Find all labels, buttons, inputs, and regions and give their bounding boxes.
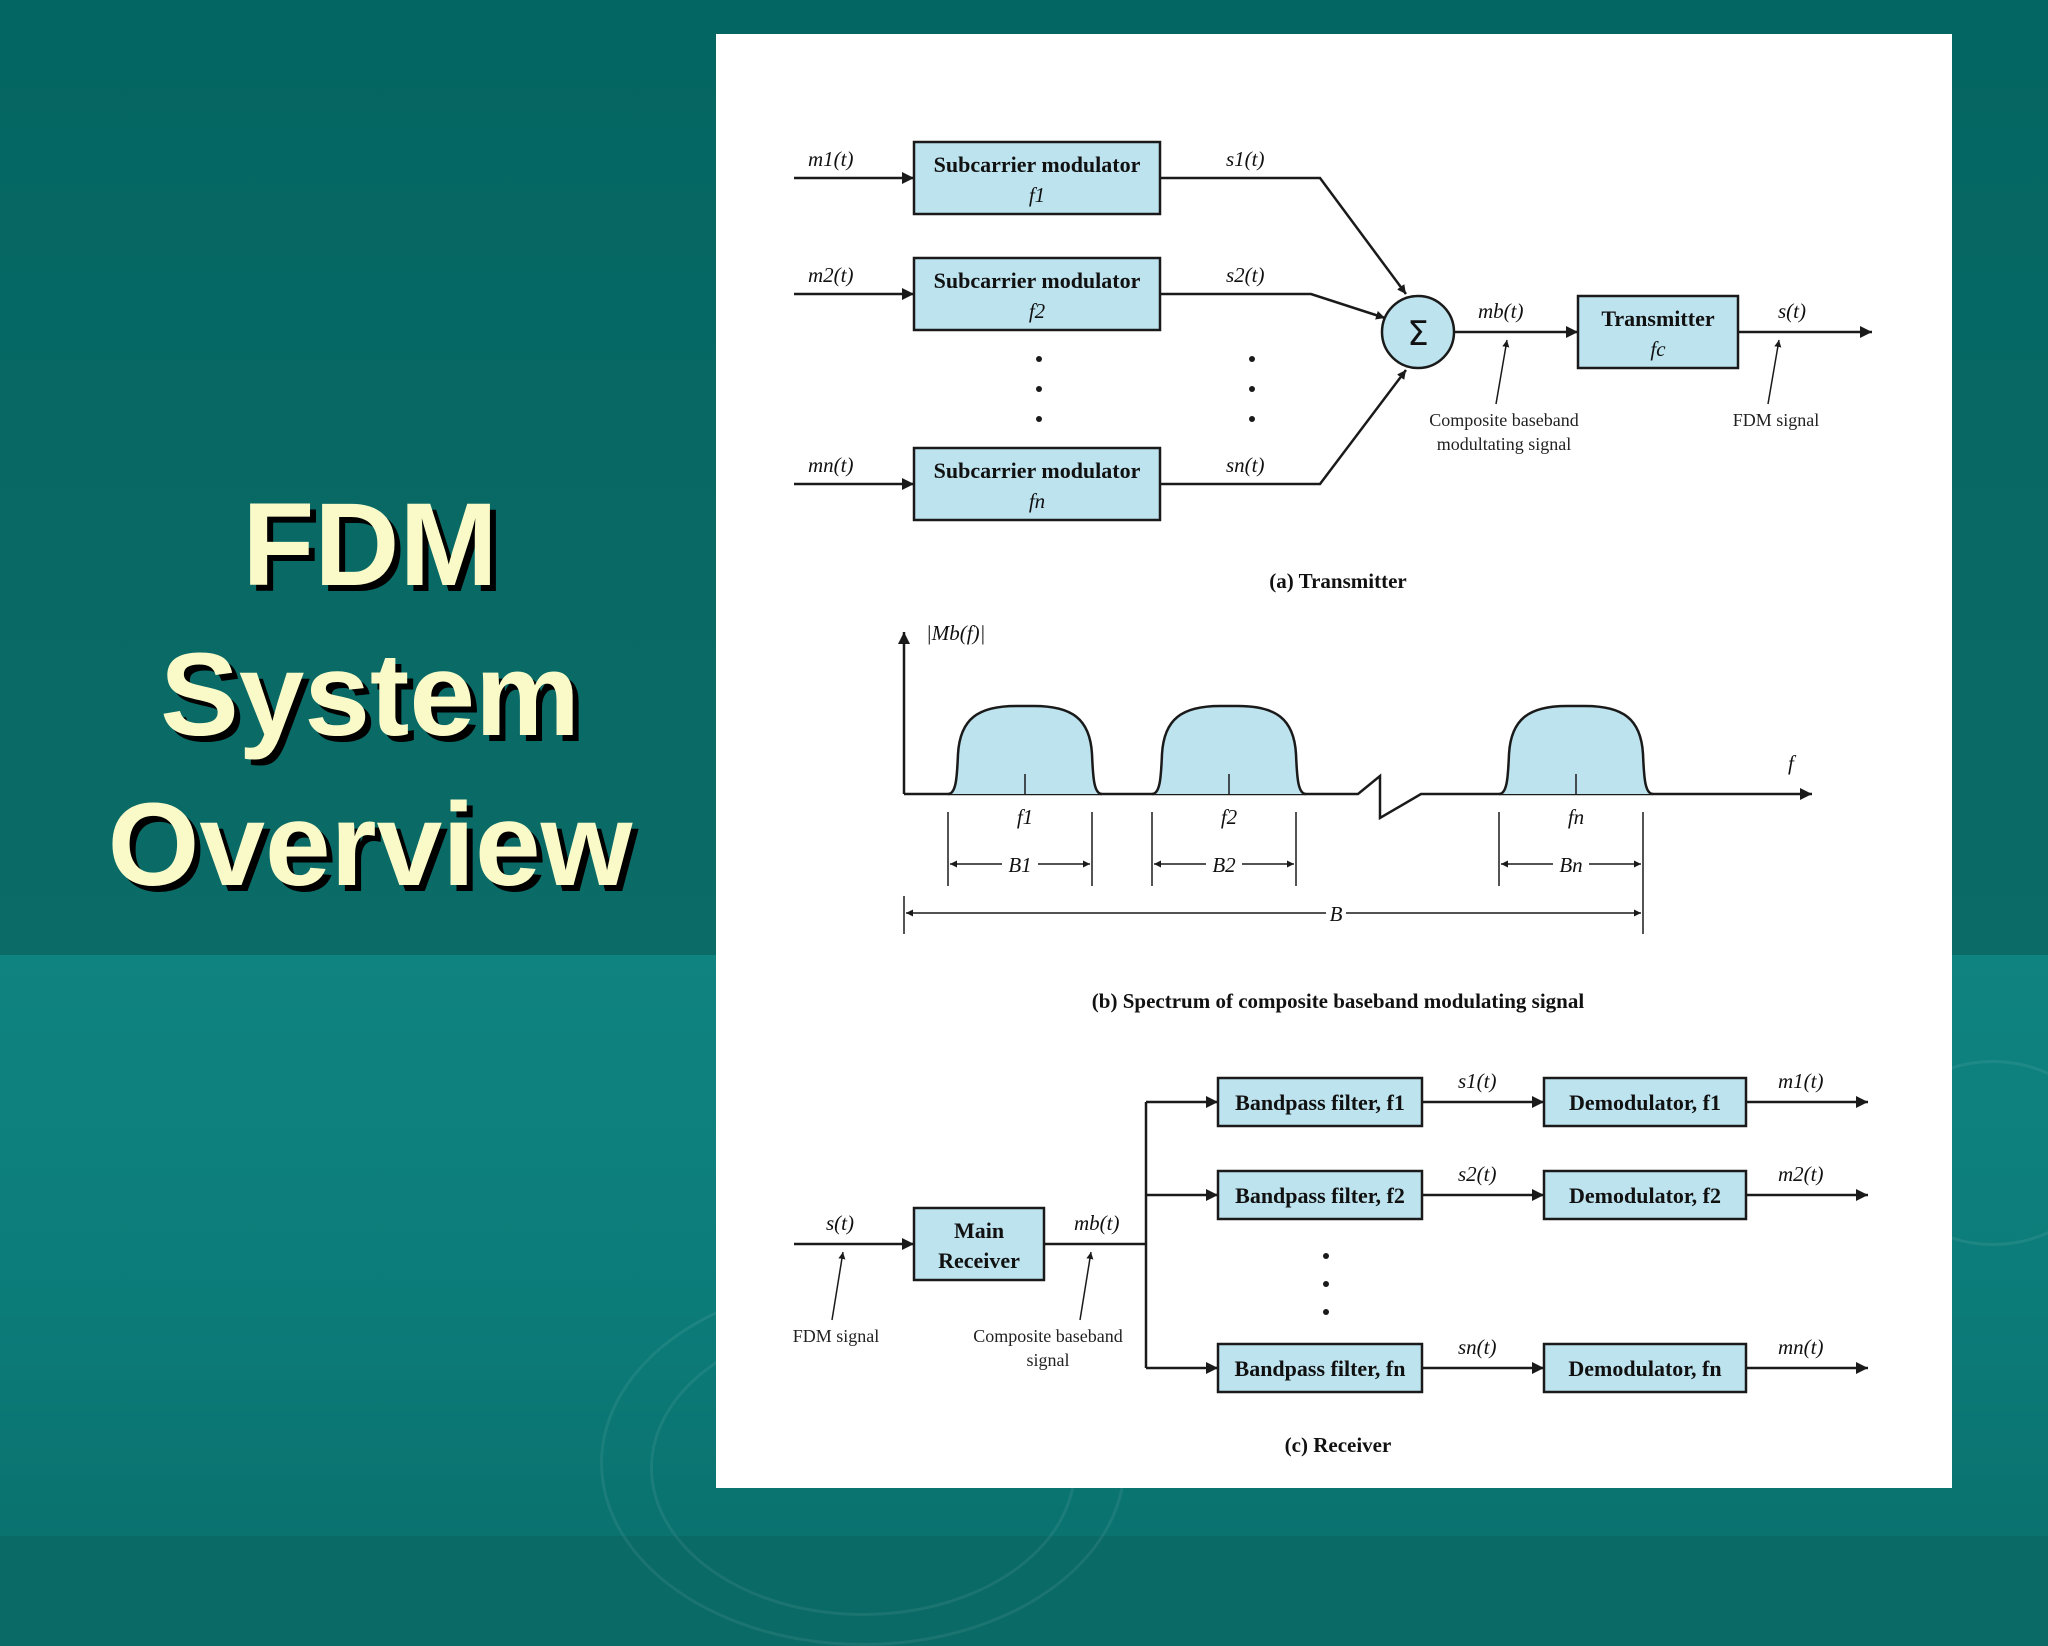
ellipsis-dot <box>1249 386 1255 392</box>
main-receiver-label: Receiver <box>938 1248 1020 1273</box>
receiver-fdm-note: FDM signal <box>793 1326 880 1346</box>
spectrum-lobe-2 <box>1151 704 1307 796</box>
composite-note: Composite baseband <box>1429 410 1578 430</box>
caption-receiver: (c) Receiver <box>1285 1433 1392 1457</box>
bandpass-filter-2 <box>1216 1169 1424 1221</box>
fdm-diagram: m1(t) m2(t) mn(t) Subcarrier modulator f… <box>793 140 1872 1457</box>
carrier-freq: fc <box>1650 337 1666 361</box>
center-freq-label: f2 <box>1221 805 1238 829</box>
modulator-freq: f1 <box>1029 183 1045 207</box>
input-label: m1(t) <box>808 147 854 171</box>
message-output-label: m1(t) <box>1778 1069 1824 1093</box>
demodulator-label: Demodulator, f2 <box>1569 1183 1721 1208</box>
subcarrier-output-label: s2(t) <box>1226 263 1265 287</box>
x-axis-label: f <box>1788 751 1797 775</box>
bandwidth-label: B1 <box>1008 853 1031 877</box>
filter-output-label: sn(t) <box>1458 1335 1497 1359</box>
message-output-label: m2(t) <box>1778 1162 1824 1186</box>
subcarrier-output-label: sn(t) <box>1226 453 1265 477</box>
caption-spectrum: (b) Spectrum of composite baseband modul… <box>1092 989 1585 1013</box>
center-freq-label: fn <box>1568 805 1584 829</box>
composite-note: modultating signal <box>1437 434 1572 454</box>
demodulator-1 <box>1542 1076 1748 1128</box>
bandpass-filter-label: Bandpass filter, fn <box>1235 1356 1406 1381</box>
modulator-freq: fn <box>1029 489 1045 513</box>
subcarrier-line <box>1160 176 1408 295</box>
demodulator-2 <box>1542 1169 1748 1221</box>
title-line: FDM <box>242 479 498 611</box>
receiver-input-label: s(t) <box>826 1211 854 1235</box>
receiver-section: s(t) FDM signal Main Receiver mb(t) Comp… <box>793 1069 1868 1457</box>
title-line: Overview <box>107 779 633 911</box>
main-receiver-label: Main <box>954 1218 1004 1243</box>
receiver-composite-note: signal <box>1027 1350 1070 1370</box>
transmitter-section: m1(t) m2(t) mn(t) Subcarrier modulator f… <box>794 140 1872 593</box>
modulator-label: Subcarrier modulator <box>934 458 1141 483</box>
ellipsis-dot <box>1323 1253 1329 1259</box>
spectrum-lobe-1 <box>947 704 1103 796</box>
center-freq-label: f1 <box>1017 805 1033 829</box>
annotation-pointer <box>1495 339 1510 405</box>
demodulator-label: Demodulator, fn <box>1568 1356 1721 1381</box>
bandpass-filter-n <box>1216 1342 1424 1394</box>
caption-transmitter: (a) Transmitter <box>1269 569 1406 593</box>
bandwidth-label: Bn <box>1559 853 1582 877</box>
slide-title: FDM System Overview <box>40 470 700 920</box>
spectrum-section: |Mb(f)| f f1 f2 fn B1 B2 Bn B <box>898 621 1812 1013</box>
subcarrier-modulator-1 <box>912 140 1162 216</box>
receiver-composite-note: Composite baseband <box>973 1326 1122 1346</box>
input-label: mn(t) <box>808 453 854 477</box>
total-bandwidth-label: B <box>1330 902 1343 926</box>
title-line: System <box>160 629 580 761</box>
diagram-panel: m1(t) m2(t) mn(t) Subcarrier modulator f… <box>716 34 1952 1488</box>
subcarrier-output-label: s1(t) <box>1226 147 1265 171</box>
message-output-label: mn(t) <box>1778 1335 1824 1359</box>
modulator-label: Subcarrier modulator <box>934 268 1141 293</box>
transmitter-block <box>1576 294 1740 370</box>
subcarrier-modulator-2 <box>912 256 1162 332</box>
bandpass-filter-label: Bandpass filter, f1 <box>1235 1090 1405 1115</box>
receiver-output-label: mb(t) <box>1074 1211 1120 1235</box>
subcarrier-line <box>1160 292 1386 320</box>
modulator-freq: f2 <box>1029 299 1046 323</box>
fdm-signal-note: FDM signal <box>1733 410 1820 430</box>
modulator-label: Subcarrier modulator <box>934 152 1141 177</box>
ellipsis-dot <box>1323 1309 1329 1315</box>
ellipsis-dot <box>1036 386 1042 392</box>
filter-output-label: s2(t) <box>1458 1162 1497 1186</box>
bandwidth-label: B2 <box>1212 853 1236 877</box>
transmitter-label: Transmitter <box>1601 306 1714 331</box>
filter-output-label: s1(t) <box>1458 1069 1497 1093</box>
output-label: s(t) <box>1778 299 1806 323</box>
ellipsis-dot <box>1249 356 1255 362</box>
summer-symbol: Σ <box>1407 314 1428 354</box>
ellipsis-dot <box>1323 1281 1329 1287</box>
ellipsis-dot <box>1036 356 1042 362</box>
annotation-pointer <box>1767 339 1782 405</box>
ellipsis-dot <box>1249 416 1255 422</box>
baseband-label: mb(t) <box>1478 299 1524 323</box>
demodulator-n <box>1542 1342 1748 1394</box>
input-label: m2(t) <box>808 263 854 287</box>
y-axis-label: |Mb(f)| <box>926 621 985 645</box>
spectrum-lobe-n <box>1498 704 1654 796</box>
bandpass-filter-label: Bandpass filter, f2 <box>1235 1183 1405 1208</box>
main-receiver-block <box>912 1206 1046 1282</box>
ellipsis-dot <box>1036 416 1042 422</box>
subcarrier-line <box>1160 369 1407 486</box>
annotation-pointer <box>1079 1251 1094 1321</box>
demodulator-label: Demodulator, f1 <box>1569 1090 1721 1115</box>
annotation-pointer <box>831 1251 846 1321</box>
